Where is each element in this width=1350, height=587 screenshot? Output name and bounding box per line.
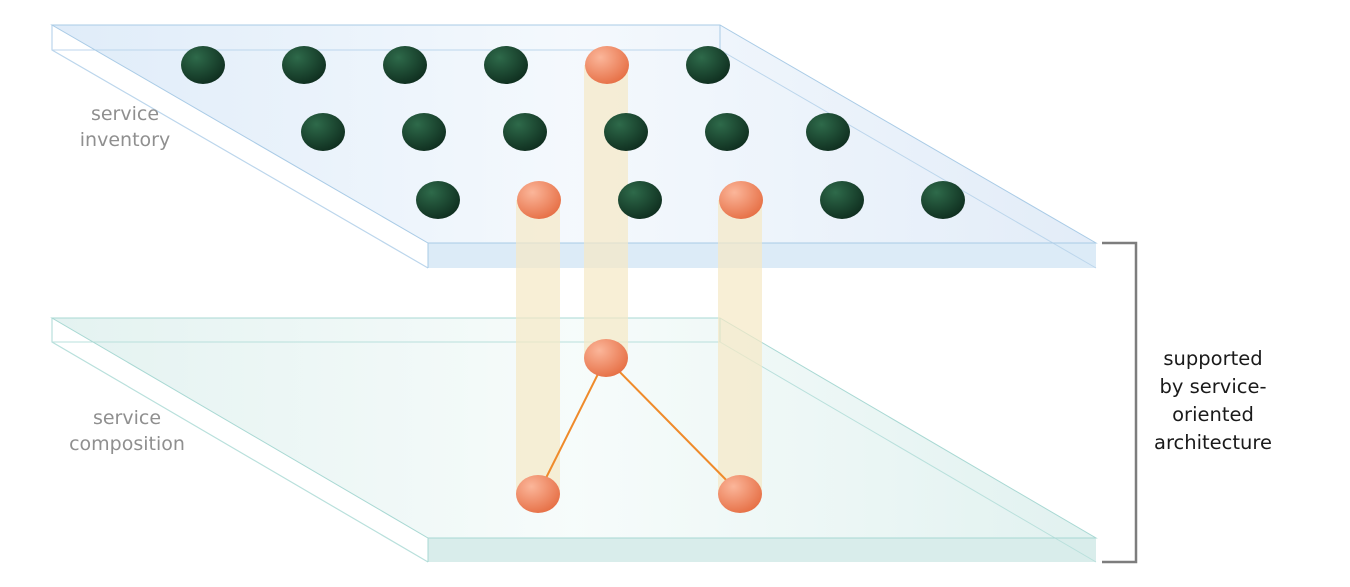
label-line: architecture xyxy=(1154,431,1272,454)
label-line: service xyxy=(90,103,160,125)
label-line: by service- xyxy=(1159,375,1267,398)
soa-support-label: supported by service- oriented architect… xyxy=(1145,345,1281,457)
label-line: service xyxy=(92,407,162,429)
architecture-bracket xyxy=(1102,241,1138,564)
service-node xyxy=(282,46,326,84)
connector-column xyxy=(718,200,762,495)
service-node xyxy=(686,46,730,84)
selected-service-node xyxy=(517,181,561,219)
service-node xyxy=(181,46,225,84)
selected-service-node xyxy=(719,181,763,219)
composition-plane-front xyxy=(428,538,1096,562)
service-composition-label: service composition xyxy=(58,405,196,457)
connector-column xyxy=(584,65,628,357)
selected-service-node xyxy=(718,475,762,513)
service-node xyxy=(383,46,427,84)
composition-plane-top xyxy=(52,318,1096,538)
service-node xyxy=(604,113,648,151)
connector-columns xyxy=(516,65,762,495)
label-line: inventory xyxy=(79,129,171,151)
service-node xyxy=(484,46,528,84)
label-line: oriented xyxy=(1172,403,1254,426)
service-node xyxy=(921,181,965,219)
selected-service-node xyxy=(585,46,629,84)
composition-link xyxy=(537,357,607,495)
label-line: composition xyxy=(69,433,185,455)
connector-column xyxy=(516,200,560,495)
service-node xyxy=(705,113,749,151)
composition-link xyxy=(605,357,741,495)
inventory-services xyxy=(181,46,965,219)
service-node xyxy=(820,181,864,219)
selected-service-node xyxy=(584,339,628,377)
service-node xyxy=(402,113,446,151)
service-node xyxy=(618,181,662,219)
service-node xyxy=(806,113,850,151)
service-node xyxy=(301,113,345,151)
service-node xyxy=(503,113,547,151)
selected-service-node xyxy=(516,475,560,513)
composition-services xyxy=(516,339,762,513)
service-inventory-label: service inventory xyxy=(70,101,180,153)
composition-links xyxy=(537,357,741,495)
label-line: supported xyxy=(1163,347,1263,370)
service-node xyxy=(416,181,460,219)
composition-plane xyxy=(50,317,1098,563)
